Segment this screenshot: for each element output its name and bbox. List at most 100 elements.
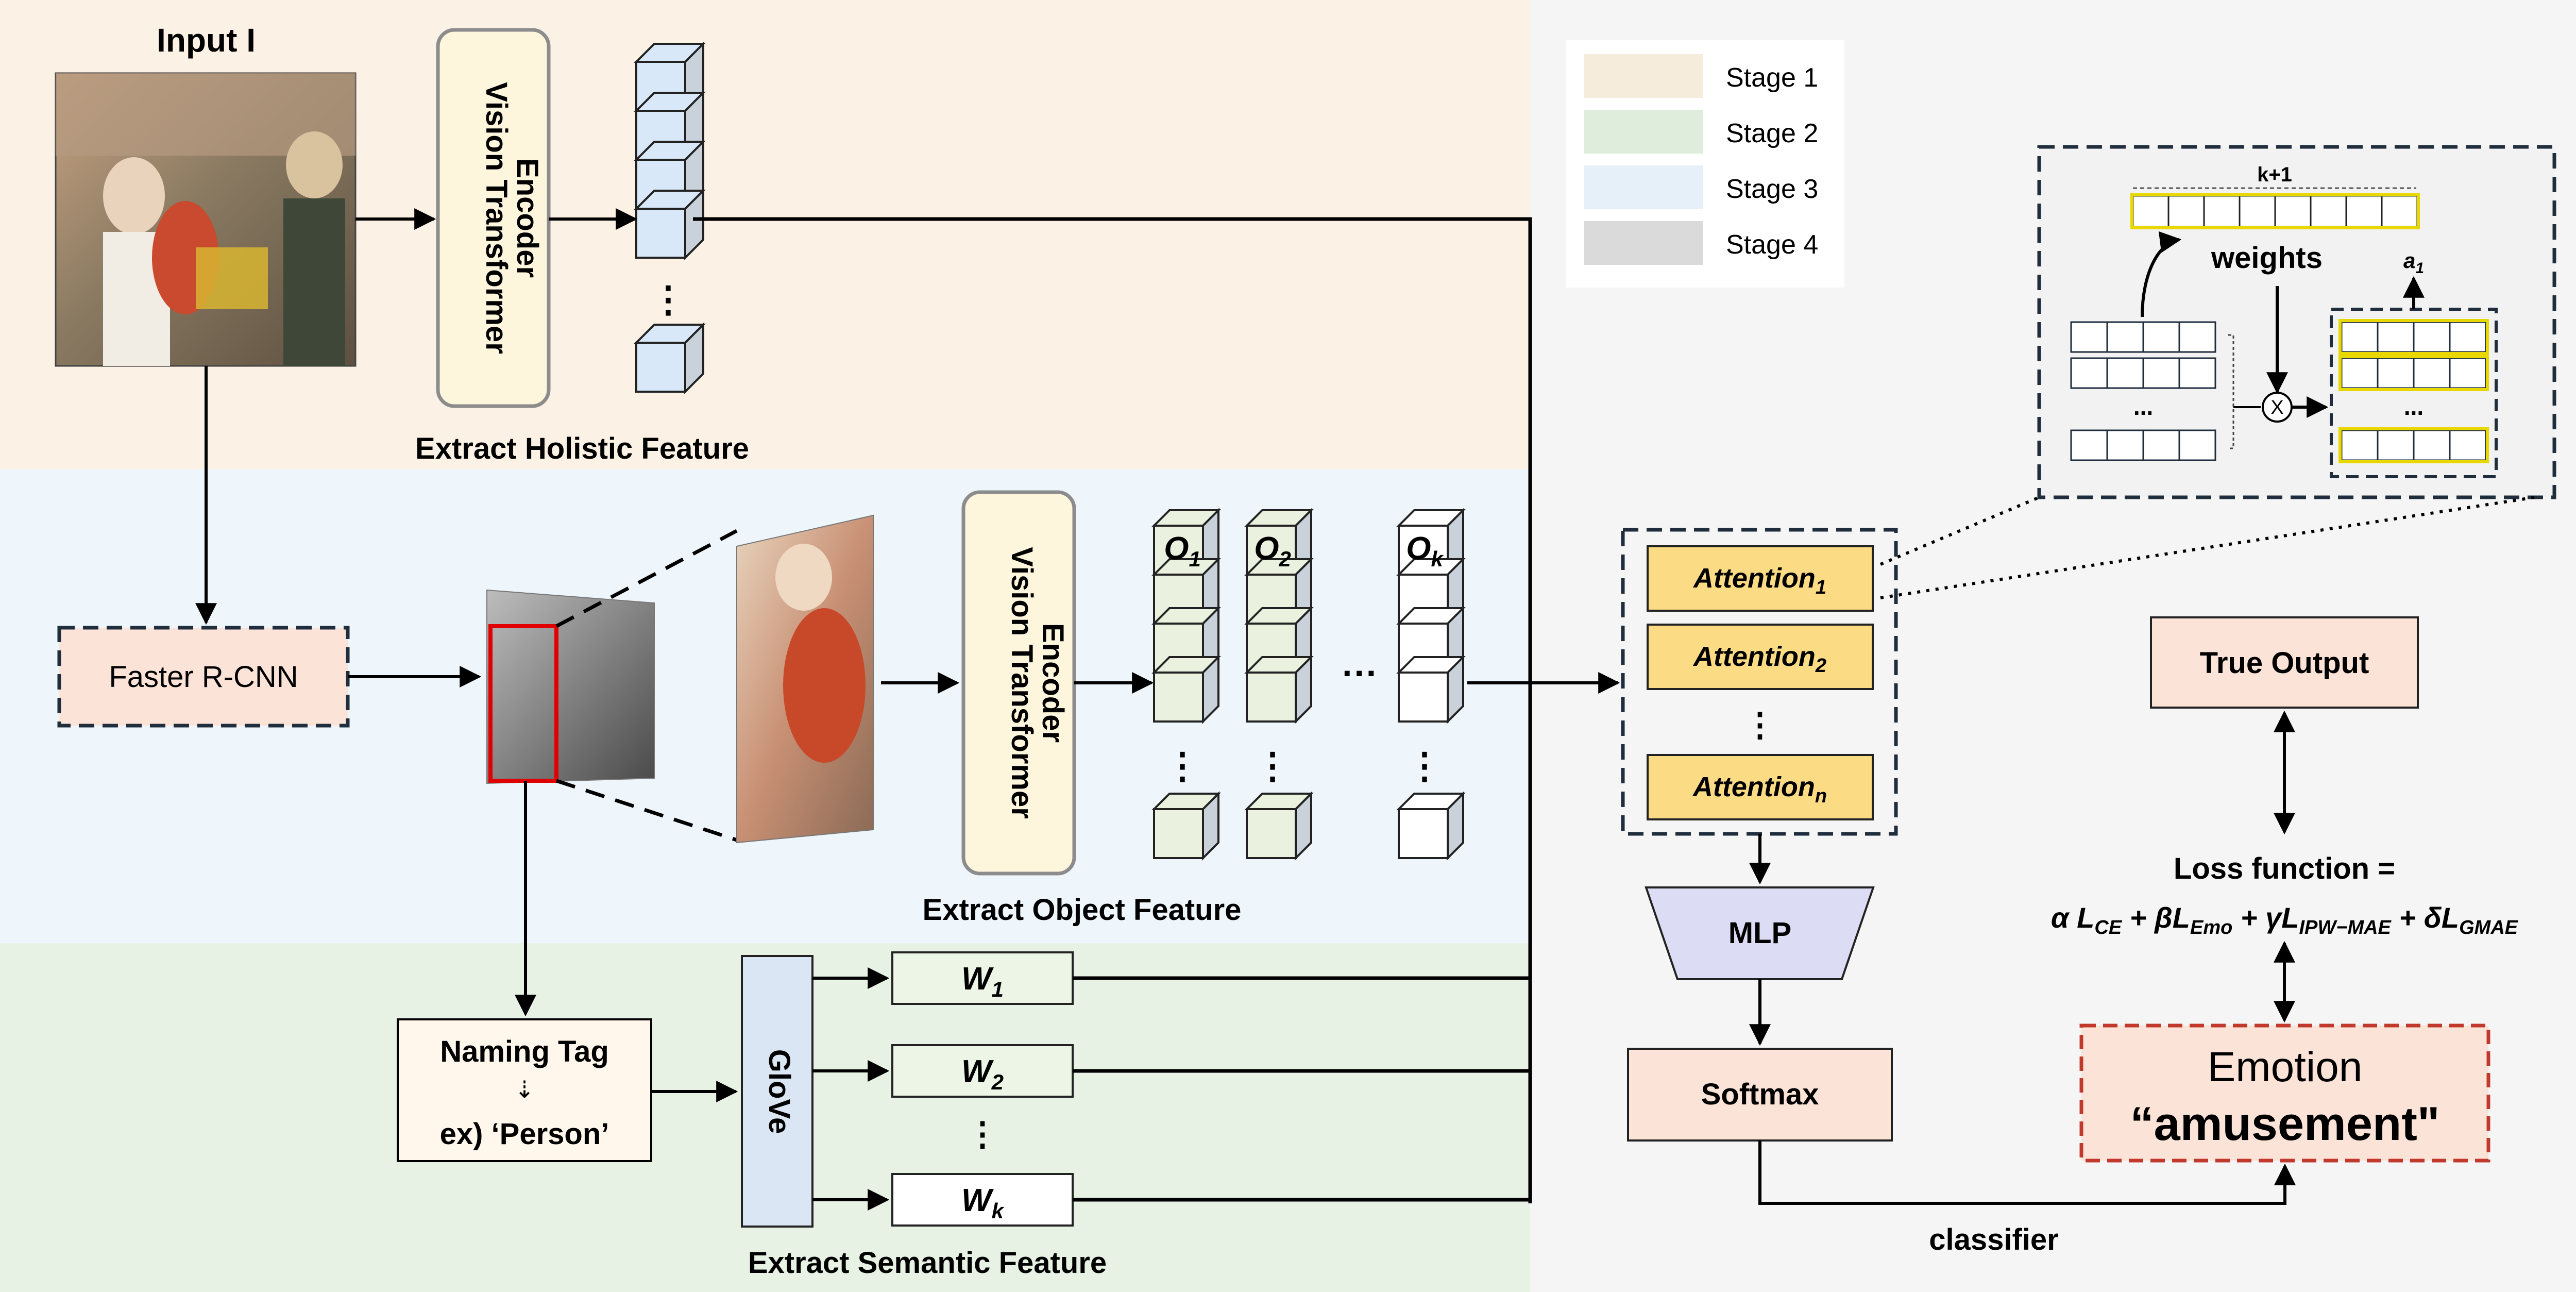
legend-swatch-stage2 <box>1584 110 1703 154</box>
attention-ellipsis: ⋮ <box>1743 706 1776 743</box>
cropped-object-image <box>736 514 874 844</box>
softmax-block: Softmax <box>1627 1048 1893 1142</box>
input-rows-ellipsis: ... <box>2133 393 2153 420</box>
multiply-symbol: X <box>2270 397 2283 418</box>
vit-encoder-holistic-label-line1: Vision Transformer <box>480 82 513 354</box>
output-cell <box>2413 357 2451 389</box>
a1-label: a1 <box>2403 248 2424 277</box>
object-label-k: Ok <box>1406 531 1444 571</box>
word-label-1: W1 <box>961 961 1004 1001</box>
semantic-caption: Extract Semantic Feature <box>748 1246 1107 1280</box>
input-cell <box>2106 429 2144 461</box>
word-vector-k: Wk <box>891 1173 1074 1227</box>
input-cell <box>2142 357 2180 389</box>
glove-label: GloVe <box>762 1049 796 1134</box>
classifier-label: classifier <box>1929 1223 2059 1256</box>
output-cell <box>2449 321 2487 353</box>
output-cell <box>2377 321 2415 353</box>
loss-title: Loss function = <box>2174 852 2395 885</box>
attention-label-2: Attention2 <box>1692 641 1826 677</box>
object-label-2: O2 <box>1254 531 1291 571</box>
object-feature-cubes <box>1151 508 1466 861</box>
holistic-caption: Extract Holistic Feature <box>415 432 749 465</box>
object-label-1: O1 <box>1164 531 1201 571</box>
input-cell <box>2178 357 2216 389</box>
object-cube-1-4 <box>1151 655 1221 724</box>
vit-encoder-object-label-line2: Encoder <box>1036 623 1070 743</box>
legend-swatch-stage1 <box>1584 54 1703 98</box>
word-vector-2: W2 <box>891 1044 1074 1098</box>
object-cube-3-4 <box>1396 655 1466 724</box>
naming-tag-example: ex) ‘Person’ <box>440 1117 609 1151</box>
input-cell <box>2142 321 2180 353</box>
weight-cell <box>2167 195 2205 228</box>
input-label: Input I <box>157 22 256 59</box>
input-cell <box>2106 321 2144 353</box>
attention-label-1: Attention1 <box>1692 563 1826 598</box>
holistic-output-line <box>693 217 1532 1203</box>
word-label-k: Wk <box>961 1183 1005 1223</box>
arrow-features-to-weights <box>2141 231 2182 317</box>
weights-label: weights <box>2211 241 2323 275</box>
emotion-output-block: Emotion “amusement" <box>2079 1023 2490 1163</box>
detection-bounding-box <box>488 624 558 783</box>
glove-box: GloVe <box>741 955 814 1228</box>
legend-swatch-stage4 <box>1584 221 1703 265</box>
classifier-path <box>1758 1140 2296 1205</box>
zoom-line-top <box>555 529 738 628</box>
naming-tag-title: Naming Tag <box>440 1035 609 1068</box>
weights-vector <box>2130 193 2420 229</box>
naming-tag-box: Naming Tag ⇣ ex) ‘Person’ <box>397 1018 652 1162</box>
output-cell <box>2341 429 2379 461</box>
weight-cell <box>2345 195 2383 228</box>
weight-cell <box>2203 195 2241 228</box>
emotion-value: “amusement" <box>2130 1098 2440 1150</box>
output-cell <box>2413 429 2451 461</box>
weight-cell <box>2132 195 2170 228</box>
legend-label-stage2: Stage 2 <box>1726 119 1818 148</box>
naming-tag-arrow: ⇣ <box>515 1076 535 1103</box>
object-ellipsis-2: ⋮ <box>1255 746 1291 786</box>
output-cell <box>2413 321 2451 353</box>
vit-encoder-object-label-line1: Vision Transformer <box>1005 547 1039 819</box>
input-cell <box>2070 429 2108 461</box>
loss-formula: α LCE + βLEmo + γLIPW−MAE + δLGMAE <box>2051 901 2519 938</box>
softmax-label: Softmax <box>1701 1078 1819 1111</box>
emotion-label: Emotion <box>2208 1044 2363 1090</box>
weight-cell <box>2310 195 2347 228</box>
word-ellipsis: ⋮ <box>966 1115 999 1152</box>
input-image <box>55 72 357 367</box>
k-plus-1-label: k+1 <box>2257 163 2292 186</box>
attention-block-2: Attention2 <box>1647 624 1874 690</box>
legend-label-stage4: Stage 4 <box>1726 230 1818 260</box>
weight-cell <box>2239 195 2276 228</box>
faster-rcnn-box: Faster R-CNN <box>57 626 350 728</box>
object-cube-3-last <box>1396 791 1466 861</box>
attention-output-rows <box>2338 319 2489 463</box>
object-cube-1-last <box>1151 791 1221 861</box>
object-cube-2-4 <box>1244 655 1314 724</box>
output-rows-ellipsis: ... <box>2404 393 2424 420</box>
legend: Stage 1 Stage 2 Stage 3 Stage 4 <box>1566 40 1844 288</box>
object-ellipsis-1: ⋮ <box>1164 746 1200 786</box>
object-ellipsis-k: ⋮ <box>1406 746 1443 786</box>
word-label-2: W2 <box>961 1054 1004 1094</box>
faster-rcnn-label: Faster R-CNN <box>109 660 298 694</box>
vit-encoder-object: Vision Transformer Encoder <box>961 490 1076 876</box>
legend-label-stage3: Stage 3 <box>1726 174 1818 204</box>
output-cell <box>2341 321 2379 353</box>
attention-block-n: Attentionn <box>1647 754 1874 820</box>
input-cell <box>2142 429 2180 461</box>
legend-swatch-stage3 <box>1584 165 1703 209</box>
output-cell <box>2449 357 2487 389</box>
holistic-ellipsis: ⋮ <box>650 279 686 320</box>
attention-block-1: Attention1 <box>1647 545 1874 612</box>
attention-detail-inset: k+1 weights ... X ... a1 <box>2037 145 2556 499</box>
input-cell <box>2106 357 2144 389</box>
word-vector-1: W1 <box>891 951 1074 1005</box>
output-cell <box>2377 357 2415 389</box>
weight-cell <box>2274 195 2312 228</box>
holistic-cube-last <box>634 322 706 394</box>
attention-label-n: Attentionn <box>1692 771 1827 807</box>
